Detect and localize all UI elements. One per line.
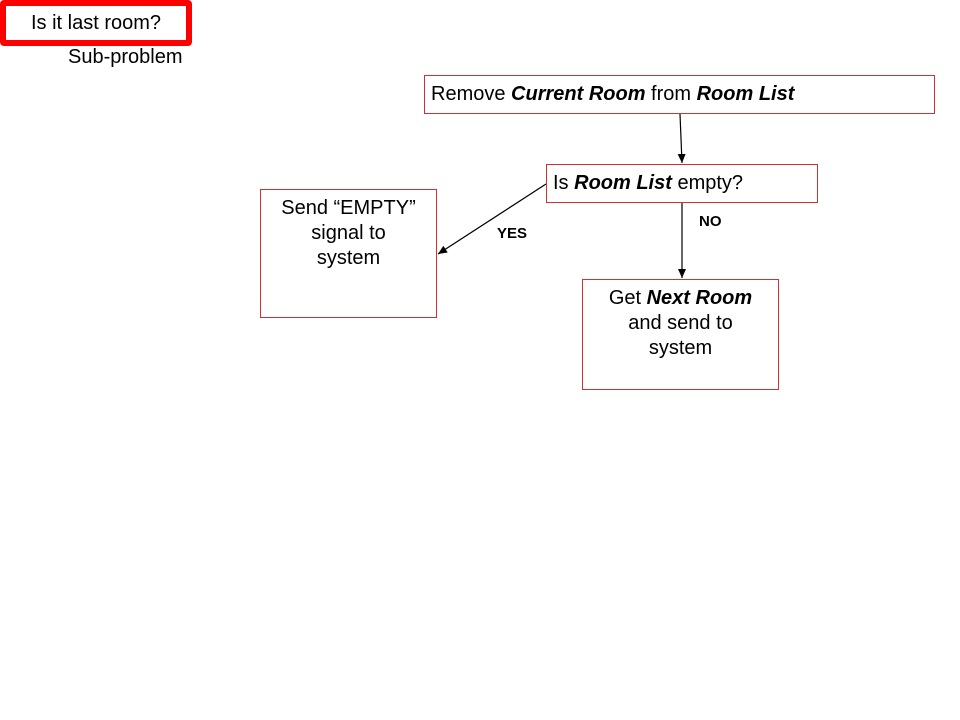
node-next-line-2: and send to	[628, 312, 733, 334]
node-empty-text-1: Is	[553, 172, 575, 194]
node-next-text-1: Get	[608, 287, 647, 309]
node-send-line-1: Send “EMPTY”	[281, 197, 416, 219]
node-empty-text-2: Room List	[574, 172, 672, 194]
node-empty-text-3: empty?	[671, 172, 744, 194]
arrow-remove-to-empty	[677, 113, 686, 164]
node-next-line-1: Get Next Room	[583, 286, 778, 311]
edge-label-yes: YES	[497, 225, 528, 242]
node-is-room-list-empty: Is Room List empty?	[546, 164, 818, 203]
node-remove-text-1: Remove	[431, 83, 512, 105]
node-send-line-3: system	[316, 247, 381, 269]
arrow-empty-to-send	[437, 183, 547, 255]
node-get-next-room: Get Next Room and send to system	[582, 279, 779, 390]
node-remove-text-3: from	[645, 83, 697, 105]
node-next-line-3: system	[648, 337, 713, 359]
edge-label-no: NO	[699, 213, 722, 230]
node-remove-current-room: Remove Current Room from Room List	[424, 75, 935, 114]
node-remove-text-2: Current Room	[511, 83, 646, 105]
node-send-line-2: signal to	[311, 222, 386, 244]
badge-text: Is it last room?	[30, 11, 162, 34]
node-send-empty-signal: Send “EMPTY” signal to system	[260, 189, 437, 318]
node-remove-text-4: Room List	[696, 83, 795, 105]
last-room-badge: Is it last room?	[0, 0, 192, 46]
node-next-text-2: Next Room	[646, 287, 753, 309]
subtitle: Sub-problem	[68, 46, 183, 68]
